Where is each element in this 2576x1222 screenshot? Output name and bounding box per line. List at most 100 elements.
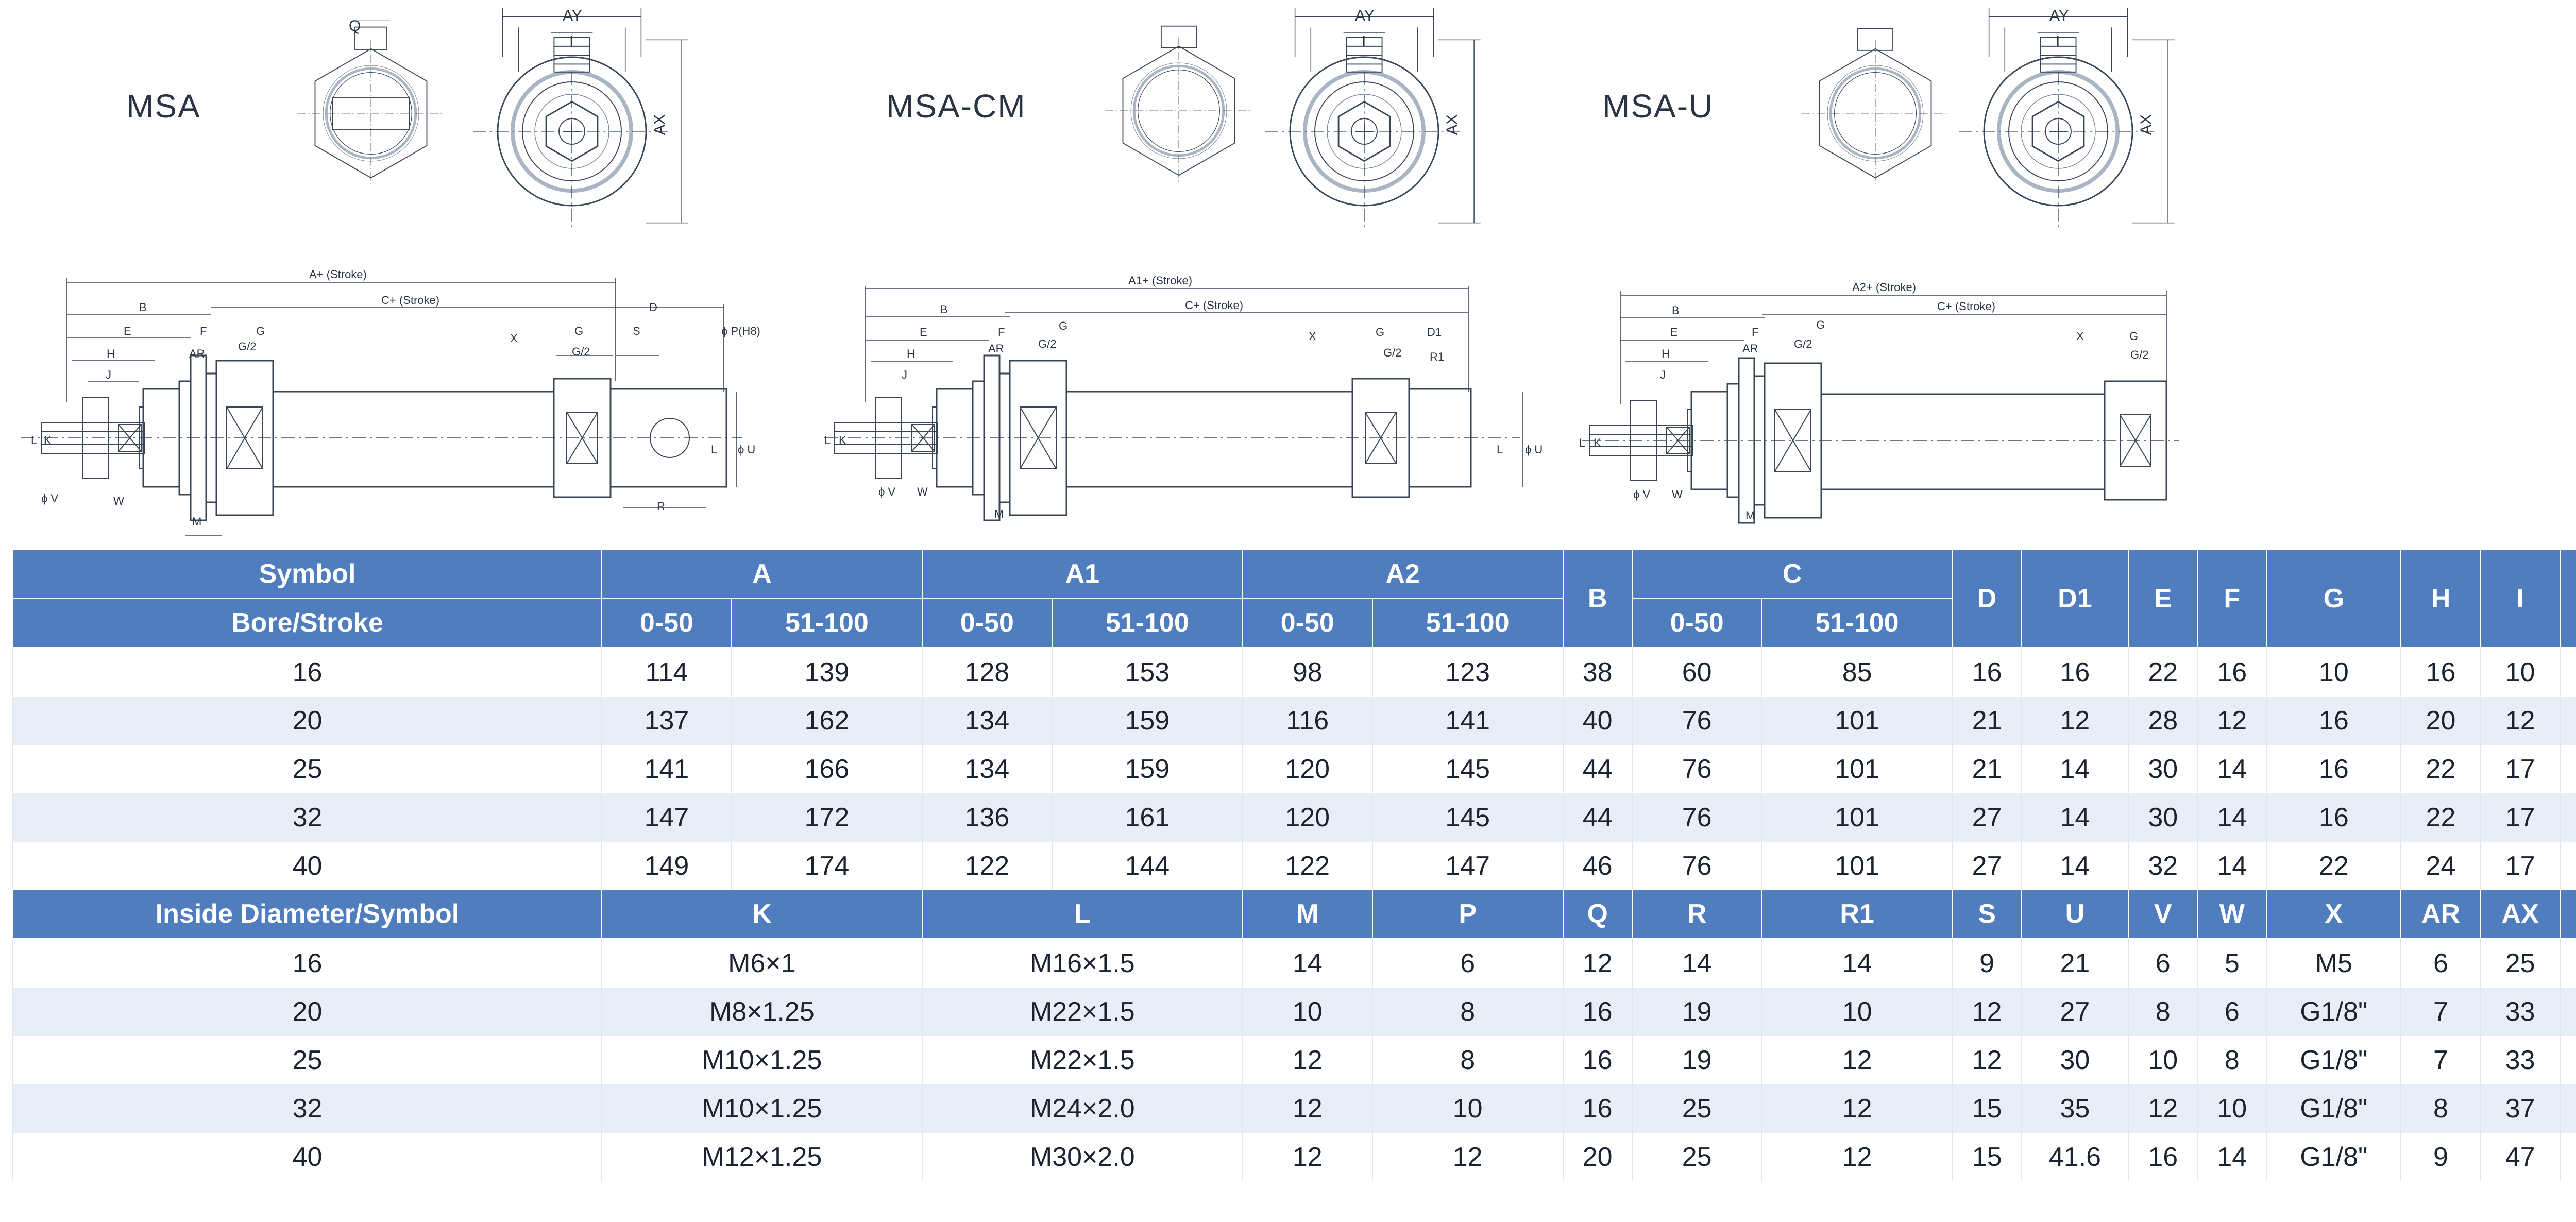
dim-l-3: L [1579,436,1585,449]
table-cell: G1/8" [2266,1133,2402,1181]
dim-label-ax-3: AX [2138,114,2155,135]
table-cell: 12 [1242,1133,1373,1181]
table-cell: 12 [1952,988,2022,1036]
table-cell: 8 [1371,988,1564,1036]
table1-header-sub: Bore/Stroke 0-50 51-100 0-50 51-100 0-50… [12,598,2576,648]
table-cell: 22 [2400,793,2481,842]
dim-g2-2b: G/2 [1383,346,1401,359]
th-b: B [1562,550,1633,648]
dim-p: ϕ P(H8) [721,325,760,337]
dim-g-3: G [1816,318,1825,331]
dim-label-i-3: I [2056,33,2060,50]
th2-q: Q [1562,890,1633,939]
th2-x: X [2266,890,2402,939]
table-cell: 20 [1562,1133,1633,1181]
dim-d: D [649,301,657,314]
th2-v: V [2128,890,2198,939]
dim-m: M [192,515,201,528]
dim-l-b: L [711,443,717,456]
table-cell: 9 [1952,938,2022,988]
dim-u: ϕ U [738,443,755,456]
table-cell: 20 [2400,697,2481,745]
table-cell: 10 [1371,1084,1564,1133]
dim-s: S [633,325,640,337]
th2-r: R [1631,890,1762,939]
side-view-msa-cm: A1+ (Stroke) C+ (Stroke) B E F G H J AR … [824,274,1543,521]
th-a1: A1 [921,550,1243,599]
table-cell: M8×1.25 [601,988,923,1036]
table-cell: 16 [2197,647,2267,697]
th-g: G [2266,550,2402,648]
table-cell: 159 [1051,745,1243,793]
table-cell: 24 [2400,842,2481,890]
table-cell: 16 [2128,1133,2198,1181]
table-cell: 27 [1952,793,2022,842]
th-bore-stroke: Bore/Stroke [12,598,602,648]
table-cell: 12 [1562,938,1633,988]
table-cell: 12 [2480,697,2561,745]
table-cell: 44 [1562,745,1633,793]
table-cell: 174 [731,842,923,890]
dim-j-2: J [902,368,907,381]
th2-inside-diameter: Inside Diameter/Symbol [12,890,602,939]
dim-r1: R1 [1430,350,1444,363]
dim-g: G [256,325,265,337]
dim-k: K [44,434,52,447]
table-cell: M16×1.5 [921,938,1243,988]
table-cell: 76 [1631,793,1762,842]
dim-h: H [107,347,115,360]
table-cell: 17 [2480,793,2561,842]
table-cell: 17 [2480,745,2561,793]
table-cell: 101 [1761,697,1953,745]
table-cell: 15 [1952,1133,2022,1181]
table-cell: 14 [2197,745,2267,793]
th-c-51-100: 51-100 [1761,598,1953,648]
th2-ar: AR [2400,890,2481,939]
dim-f-2: F [998,326,1005,338]
table-cell: 28 [2128,697,2198,745]
table-cell: 76 [1631,745,1762,793]
th2-r1: R1 [1761,890,1953,939]
table-row: 1611413912815398123386085161622161016105 [12,647,2576,697]
dim-g-3b: G [2129,330,2138,343]
table-cell: 147 [1371,842,1564,890]
table-cell: 128 [921,647,1053,697]
table-cell: 16 [12,647,602,697]
table-cell: 21 [2021,938,2129,988]
table-cell: 98 [1242,647,1373,697]
dim-r: R [657,500,665,513]
dim-g2-3b: G/2 [2130,348,2148,361]
table-cell: 122 [921,842,1053,890]
table-cell: 14 [2021,793,2129,842]
dim-label-ax: AX [651,114,668,135]
dim-overall: A+ (Stroke) [309,268,367,281]
table-cell: 12 [1242,1036,1373,1084]
table-cell: 6 [2197,988,2267,1036]
table-cell: 85 [1761,647,1953,697]
table-cell: 19 [1631,1036,1762,1084]
table-cell: 122 [1242,842,1373,890]
table-cell: 10 [2128,1036,2198,1084]
table-cell: 29 [2559,1036,2576,1084]
table-cell: 27 [1952,842,2022,890]
table-cell: M12×1.25 [601,1133,923,1181]
table-cell: 14 [2197,1133,2267,1181]
table-cell: 172 [731,793,923,842]
dim-l: L [31,434,37,447]
table-row: 20M8×1.25M22×1.5108161910122786G1/8"7332… [12,988,2576,1036]
table-cell: G1/8" [2266,988,2402,1036]
dim-l-2: L [824,434,831,447]
table-cell: 20 [12,697,602,745]
table-cell: 35 [2021,1084,2129,1133]
table-cell: 22 [2400,745,2481,793]
th-e: E [2128,550,2198,648]
dim-x-3: X [2076,330,2084,343]
table-cell: 33 [2480,988,2561,1036]
table-cell: 14 [2197,793,2267,842]
table-cell: 27 [2021,988,2129,1036]
th-j: J [2559,550,2576,648]
table-cell: 16 [2400,647,2481,697]
table-cell: 22 [2266,842,2402,890]
